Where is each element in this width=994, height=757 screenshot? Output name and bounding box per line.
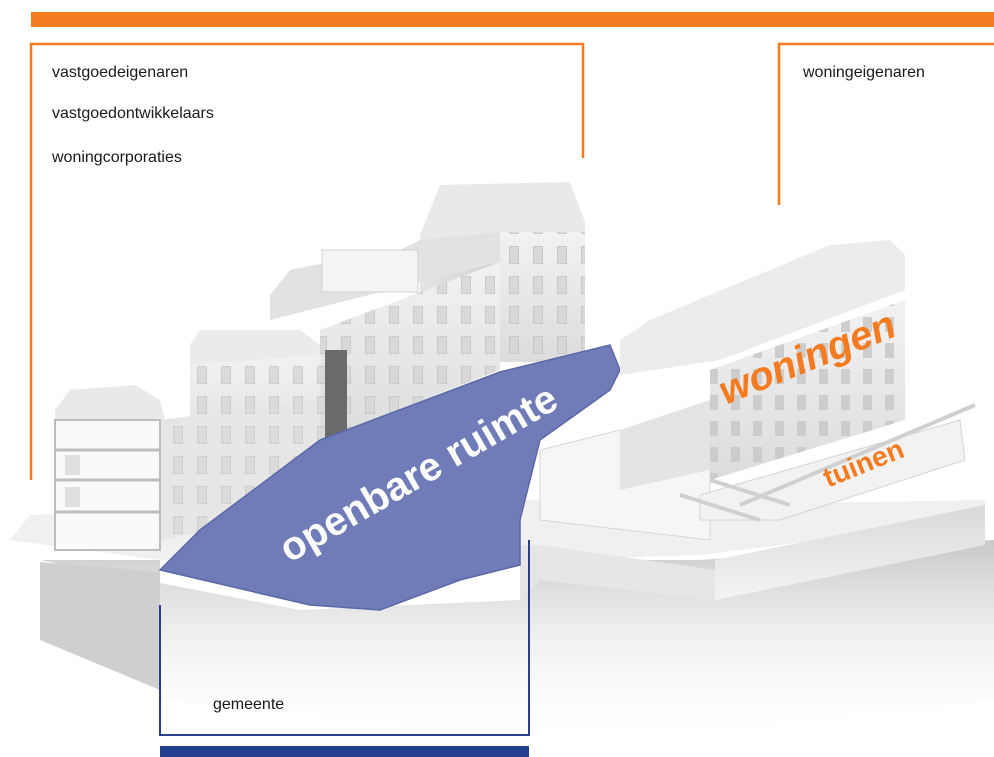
public-space-area [160,345,620,610]
bracket-municipality [159,540,530,736]
base-slab-right-side [715,505,985,600]
stairwell-dark-windows [325,350,347,440]
base-slab-front-left [40,562,160,690]
label-housing-corporations: woningcorporaties [52,149,182,166]
label-municipality: gemeente [213,696,285,713]
bracket-right-owners [777,42,994,205]
building-cutaway-section [54,419,161,551]
label-property-owners: vastgoedeigenaren [52,64,189,81]
bottom-blue-bar [160,746,529,757]
building-tall-roof [420,182,585,240]
label-homeowners: woningeigenaren [803,64,925,81]
building-left-mid-roof [190,330,320,365]
bracket-left-owners [29,42,585,480]
label-property-developers: vastgoedontwikkelaars [52,105,214,122]
building-right-lower-facade [620,400,710,490]
base-slab-front-right [520,545,715,600]
building-right-roof [620,240,905,375]
building-cutaway-roof [55,385,165,430]
top-orange-bar [31,12,994,27]
building-rooftop-box [321,249,419,293]
